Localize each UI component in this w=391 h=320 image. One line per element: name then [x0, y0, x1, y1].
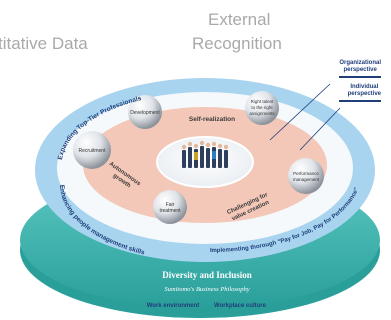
node-fair-1: Fair [166, 202, 175, 208]
legend-pointer-2 [299, 107, 341, 151]
inner-self-realization: Self-realization [189, 116, 235, 123]
base-workplace-culture: Workplace culture [214, 303, 267, 309]
header-right-line2: Recognition [192, 34, 282, 53]
sphere-performance [288, 158, 324, 194]
legend-individual-line2: perspective [347, 91, 381, 97]
node-development: Development [130, 110, 160, 116]
header-right-line1: External [208, 10, 271, 29]
legend-pointer-1 [269, 83, 331, 141]
legend-organizational-line1: Organizational [339, 60, 381, 66]
node-recruitment: Recruitment [79, 148, 107, 154]
sphere-fair [153, 190, 187, 224]
base-philosophy: Sumitomo's Business Philosophy [164, 286, 249, 293]
legend-divider-2 [339, 100, 381, 102]
sphere-right-talent [245, 91, 279, 125]
node-right-talent-2: to the right [251, 105, 273, 110]
legend-organizational: Organizational perspective [339, 60, 381, 74]
base-diversity: Diversity and Inclusion [162, 270, 252, 280]
node-fair-2: treatment [159, 208, 181, 214]
node-performance-2: management [293, 177, 320, 182]
node-performance-1: Performance [293, 171, 319, 176]
legend-organizational-line2: perspective [343, 67, 377, 73]
sphere-development [128, 95, 162, 129]
sphere-recruitment [73, 131, 111, 169]
base-work-environment: Work environment [147, 303, 200, 309]
legend-individual: Individual perspective [348, 84, 381, 98]
legend-divider-1 [339, 76, 381, 78]
header-left-text: titative Data [0, 34, 88, 53]
node-right-talent-3: assignments [249, 111, 275, 116]
people-group-icon [181, 140, 229, 168]
legend-individual-line1: Individual [350, 84, 379, 90]
center-disc [156, 136, 254, 188]
node-right-talent-1: Right talent [251, 99, 275, 104]
